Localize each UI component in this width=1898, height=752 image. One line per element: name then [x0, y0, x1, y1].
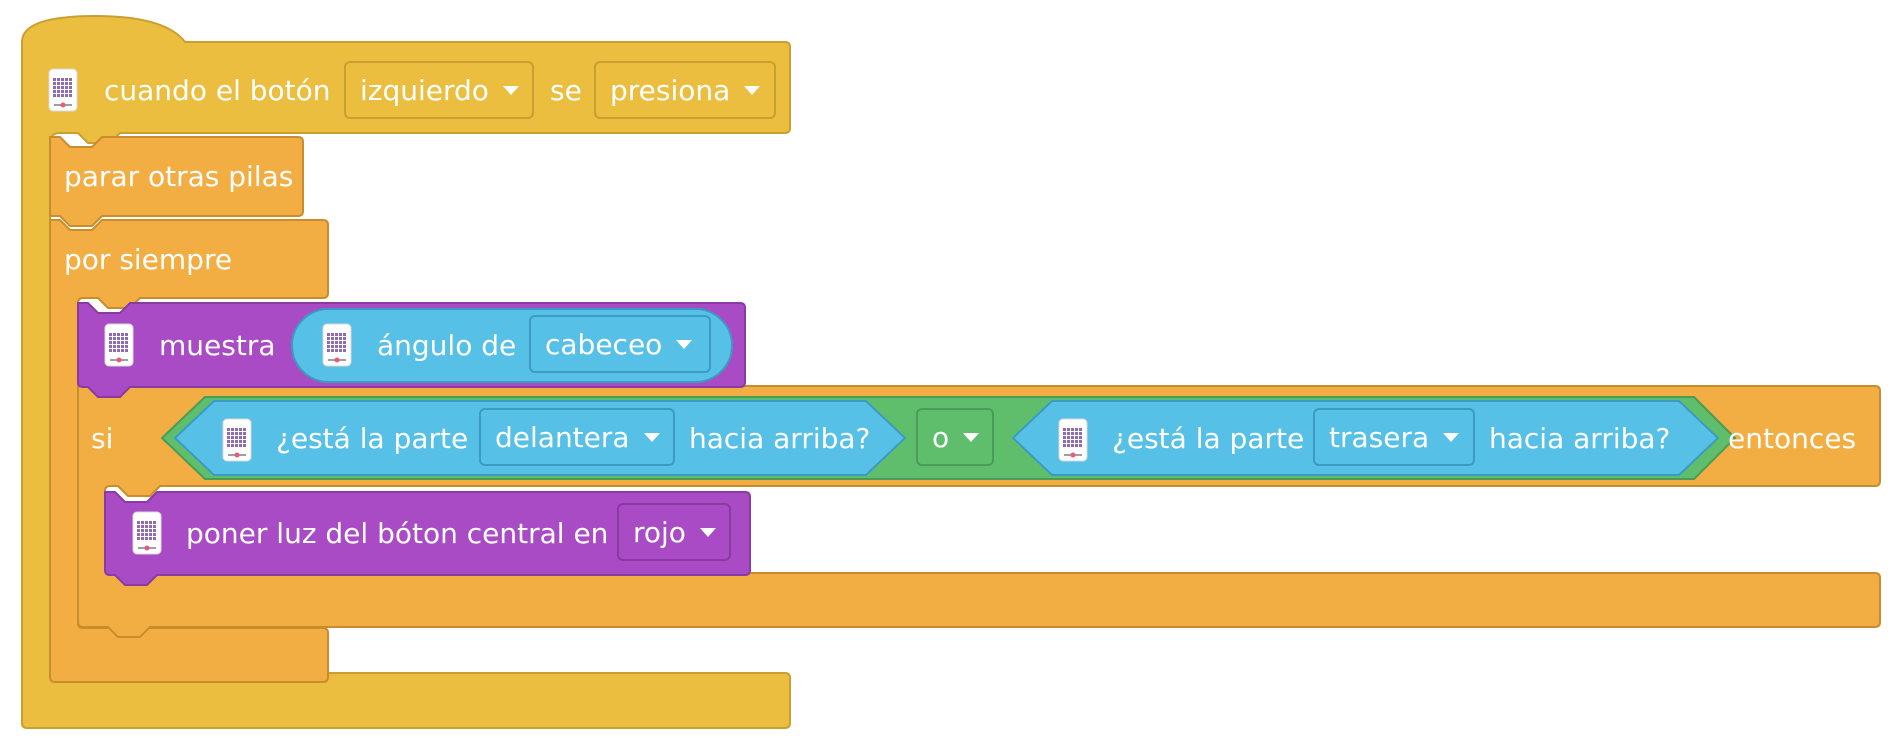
chevron-down-icon — [1443, 432, 1460, 442]
light-block-shape[interactable] — [104, 491, 751, 586]
hub-graphic — [104, 323, 134, 367]
if-suffix-label: entonces — [1728, 421, 1857, 455]
front-side-dropdown-value: delantera — [495, 420, 630, 454]
axis-dropdown[interactable]: cabeceo — [529, 315, 711, 373]
chevron-down-icon — [963, 432, 980, 442]
logic-operator-dropdown[interactable]: o — [916, 408, 994, 466]
action-dropdown-value: presiona — [610, 73, 731, 107]
hub-icon — [132, 511, 162, 559]
angle-reporter-label: ángulo de — [377, 328, 517, 362]
stop-block-shape[interactable] — [49, 136, 304, 227]
chevron-down-icon — [502, 85, 519, 95]
button-dropdown-value: izquierdo — [360, 73, 489, 107]
center-light-label: poner luz del bóton central en — [186, 516, 609, 550]
hub-icon — [1058, 418, 1088, 466]
hub-icon — [48, 68, 78, 116]
front-condition-label: ¿está la parte — [276, 421, 469, 455]
hub-graphic — [48, 68, 78, 112]
hub-graphic — [132, 511, 162, 555]
action-dropdown[interactable]: presiona — [594, 61, 776, 119]
hub-graphic — [322, 323, 352, 367]
back-side-dropdown[interactable]: trasera — [1313, 408, 1475, 466]
front-condition-suffix: hacia arriba? — [689, 421, 871, 455]
chevron-down-icon — [744, 85, 761, 95]
hub-icon — [104, 323, 134, 371]
chevron-down-icon — [699, 527, 716, 537]
stop-other-stacks-label: parar otras pilas — [64, 159, 294, 193]
forever-label: por siempre — [64, 242, 233, 276]
front-side-dropdown[interactable]: delantera — [479, 408, 675, 466]
hub-icon — [322, 323, 352, 371]
light-color-dropdown[interactable]: rojo — [617, 503, 731, 561]
display-label: muestra — [159, 328, 276, 362]
chevron-down-icon — [676, 339, 693, 349]
event-prefix-label: cuando el botón — [104, 73, 331, 107]
button-dropdown[interactable]: izquierdo — [344, 61, 534, 119]
light-color-value: rojo — [633, 515, 686, 549]
chevron-down-icon — [643, 432, 660, 442]
back-condition-suffix: hacia arriba? — [1489, 421, 1671, 455]
back-side-dropdown-value: trasera — [1329, 420, 1430, 454]
event-middle-label: se — [550, 73, 582, 107]
hub-icon — [222, 418, 252, 466]
if-prefix-label: si — [91, 421, 114, 455]
back-condition-label: ¿está la parte — [1112, 421, 1305, 455]
hub-graphic — [222, 418, 252, 462]
axis-dropdown-value: cabeceo — [545, 327, 663, 361]
logic-operator-value: o — [932, 420, 950, 454]
hub-graphic — [1058, 418, 1088, 462]
